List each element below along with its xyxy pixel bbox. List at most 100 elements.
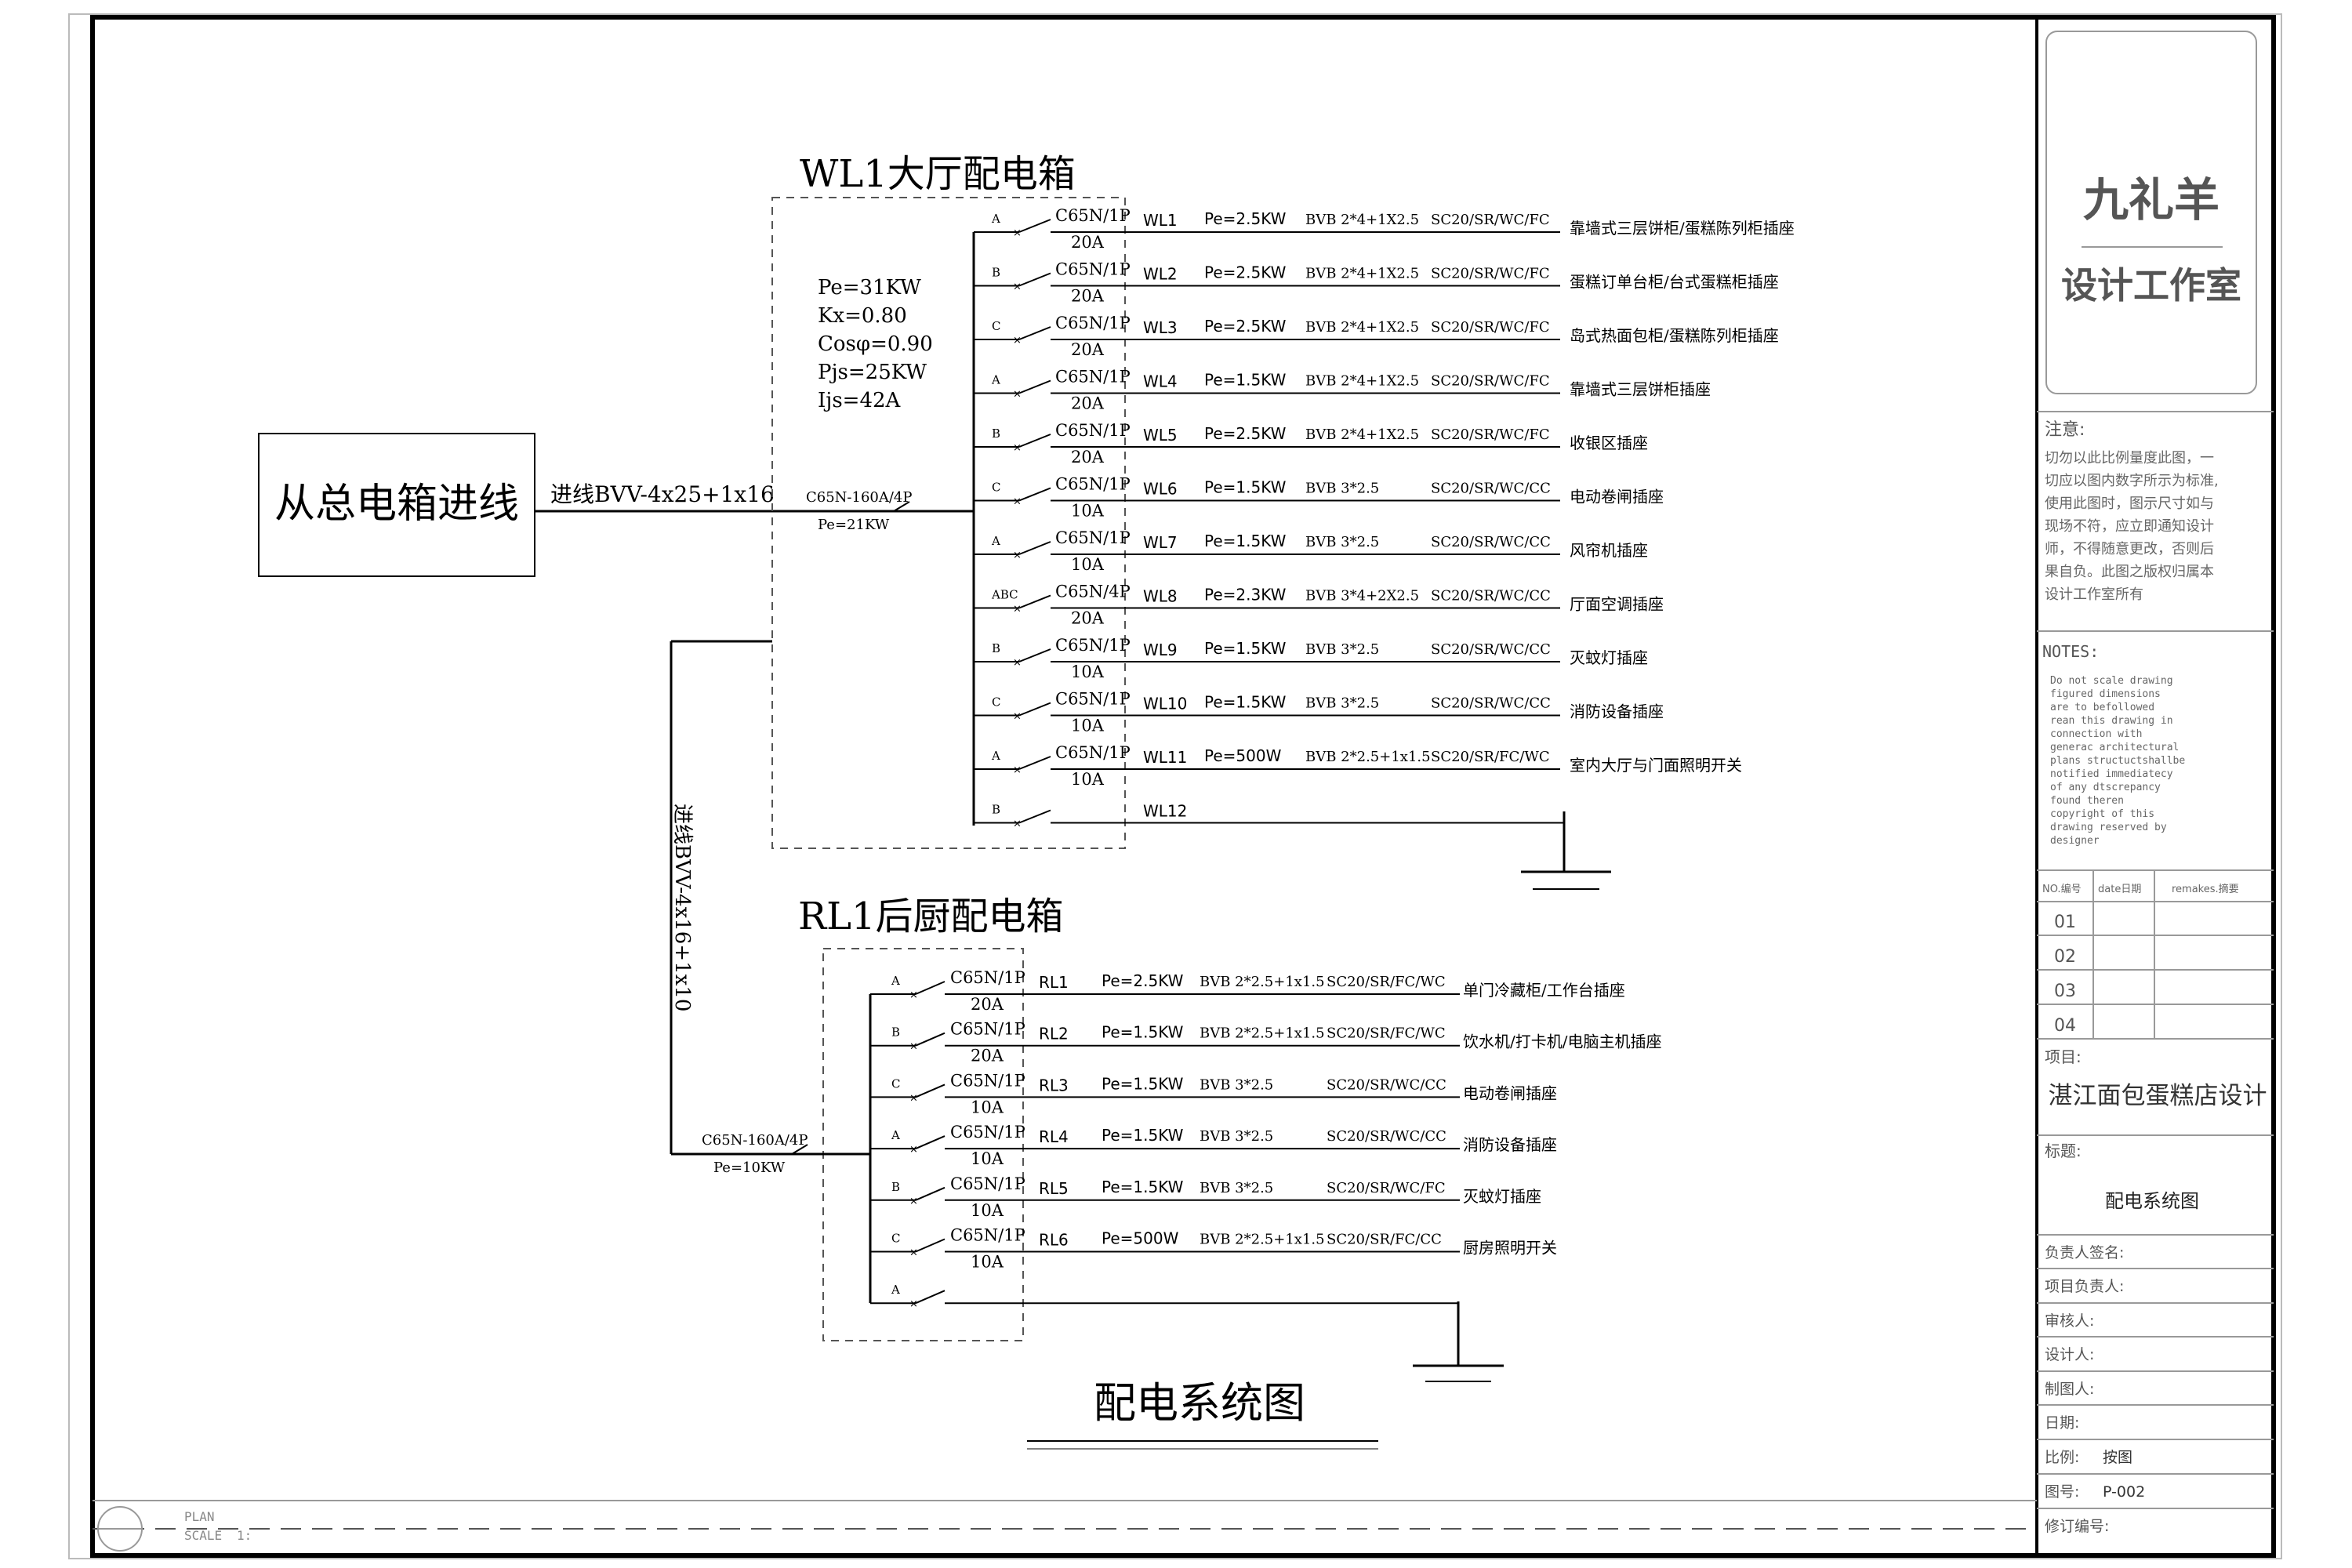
phase-label: C (992, 481, 1000, 495)
circuit-conduit: SC20/SR/WC/FC (1431, 212, 1550, 228)
circuit-conduit: SC20/SR/FC/WC (1431, 749, 1550, 765)
circuit-description: 靠墙式三层饼柜插座 (1570, 380, 1711, 399)
breaker-blade (1018, 541, 1051, 555)
circuit-power: Pe=2.5KW (1204, 263, 1287, 282)
note-en-line: are to befollowed (2050, 702, 2154, 713)
circuit-id: WL9 (1143, 641, 1178, 659)
breaker-rating: 10A (1071, 555, 1105, 574)
logo-line1: 九礼羊 (2083, 173, 2220, 227)
note-cn-line: 师，不得随意更改，否则后 (2045, 541, 2214, 557)
note-cn-line: 设计工作室所有 (2045, 586, 2143, 603)
breaker-blade (915, 1238, 946, 1253)
circuit-cable: BVB 3*2.5 (1200, 1076, 1273, 1093)
breaker-blade (915, 1186, 946, 1201)
phase-label: B (992, 641, 1000, 655)
rl-cable-label: 进线BVV-4x16+1x10 (670, 804, 694, 1011)
breaker-blade (1018, 756, 1051, 770)
incoming-source: 从总电箱进线 进线BVV-4x25+1x16 进线BVV-4x16+1x10 (258, 433, 933, 1011)
circuit-cable: BVB 2*2.5+1x1.5 (1200, 1232, 1325, 1248)
circuit-id: WL12 (1143, 802, 1187, 821)
field-value: P-002 (2103, 1483, 2145, 1501)
breaker-mark: × (1013, 227, 1022, 239)
project-label: 项目: (2045, 1047, 2082, 1066)
breaker-rating: 20A (1071, 609, 1105, 628)
note-en-line: rean this drawing in (2050, 715, 2173, 727)
circuit-cable: BVB 3*2.5 (1305, 534, 1379, 550)
circuit-id: WL3 (1143, 318, 1178, 337)
breaker-rating: 20A (971, 995, 1004, 1014)
note-en-line: copyright of this (2050, 808, 2154, 820)
rl-panel-title: RL1后厨配电箱 (798, 895, 1064, 938)
circuit-cable: BVB 3*4+2X2.5 (1305, 588, 1419, 604)
note-cn-line: 切应以图内数字所示为标准, (2045, 473, 2219, 489)
wl-main-breaker: C65N-160A/4P (806, 489, 913, 506)
breaker-mark: × (1013, 281, 1022, 293)
circuit-description: 消防设备插座 (1463, 1135, 1557, 1154)
breaker-mark: × (1013, 550, 1022, 561)
breaker-mark: × (1013, 496, 1022, 508)
circuit-cable: BVB 3*2.5 (1305, 695, 1379, 712)
note-en-line: generac architectural (2050, 742, 2179, 753)
circuit-description: 岛式热面包柜/蛋糕陈列柜插座 (1570, 326, 1779, 345)
breaker-rating: 10A (1071, 770, 1105, 789)
circuit-id: RL3 (1039, 1076, 1069, 1094)
phase-label: B (992, 266, 1000, 280)
breaker-rating: 10A (1071, 502, 1105, 521)
circuit-description: 单门冷藏柜/工作台插座 (1463, 981, 1625, 1000)
breaker-mark: × (909, 1092, 918, 1104)
rev-header: date日期 (2098, 884, 2141, 895)
breaker-mark: × (909, 1041, 918, 1053)
breaker-blade (1018, 434, 1051, 448)
title-label: 标题: (2045, 1142, 2082, 1160)
breaker-blade (1018, 326, 1051, 340)
breaker-mark: × (1013, 711, 1022, 723)
scale-value: 1: (237, 1528, 252, 1543)
field-label: 负责人签名: (2045, 1244, 2124, 1261)
breaker-blade (1018, 379, 1051, 394)
breaker-rating: 10A (971, 1201, 1004, 1220)
logo-line2: 设计工作室 (2061, 264, 2241, 307)
phase-label: B (891, 1025, 900, 1040)
breaker-rating: 10A (971, 1253, 1004, 1272)
circuit-power: Pe=1.5KW (1204, 693, 1287, 712)
note-en-line: of any dtscrepancy (2050, 782, 2161, 793)
breaker-blade (1018, 219, 1051, 233)
circuit-conduit: SC20/SR/WC/FC (1327, 1180, 1446, 1196)
breaker-type: C65N/1P (1055, 260, 1131, 279)
circuit-cable: BVB 2*2.5+1x1.5 (1200, 974, 1325, 990)
field-label: 设计人: (2045, 1346, 2094, 1363)
breaker-rating: 20A (1071, 233, 1105, 252)
note-en-line: Do not scale drawing (2050, 675, 2173, 687)
circuit-conduit: SC20/SR/WC/CC (1431, 534, 1551, 550)
breaker-blade (1018, 594, 1051, 609)
breaker-type: C65N/1P (950, 1123, 1025, 1142)
circuit-power: Pe=500W (1204, 746, 1282, 765)
note-en-line: drawing reserved by (2050, 822, 2167, 833)
breaker-type: C65N/1P (1055, 368, 1131, 387)
circuit-description: 电动卷闸插座 (1570, 488, 1664, 506)
circuit-conduit: SC20/SR/FC/CC (1327, 1232, 1442, 1248)
source-label: 从总电箱进线 (274, 481, 519, 528)
circuit-id: WL11 (1143, 748, 1187, 767)
circuit-power: Pe=1.5KW (1204, 371, 1287, 390)
circuit-conduit: SC20/SR/WC/CC (1327, 1076, 1446, 1093)
wl-panel: WL1大厅配电箱 Pe=31KW Kx=0.80 Cosφ=0.90 Pjs=2… (670, 152, 1795, 1156)
sheet-outer-border (68, 13, 2282, 1559)
breaker-mark: × (909, 1298, 918, 1310)
breaker-type: C65N/1P (1055, 743, 1131, 762)
breaker-blade (1018, 702, 1051, 717)
breaker-rating: 20A (1071, 394, 1105, 413)
breaker-blade (915, 981, 946, 995)
phase-label: A (991, 534, 1000, 548)
breaker-mark: × (1013, 818, 1022, 830)
circuit-description: 消防设备插座 (1570, 702, 1664, 721)
circuit-power: Pe=1.5KW (1102, 1126, 1184, 1145)
circuit-cable: BVB 2*4+1X2.5 (1305, 266, 1419, 282)
rev-number: 01 (2054, 913, 2076, 932)
breaker-mark: × (909, 1247, 918, 1259)
